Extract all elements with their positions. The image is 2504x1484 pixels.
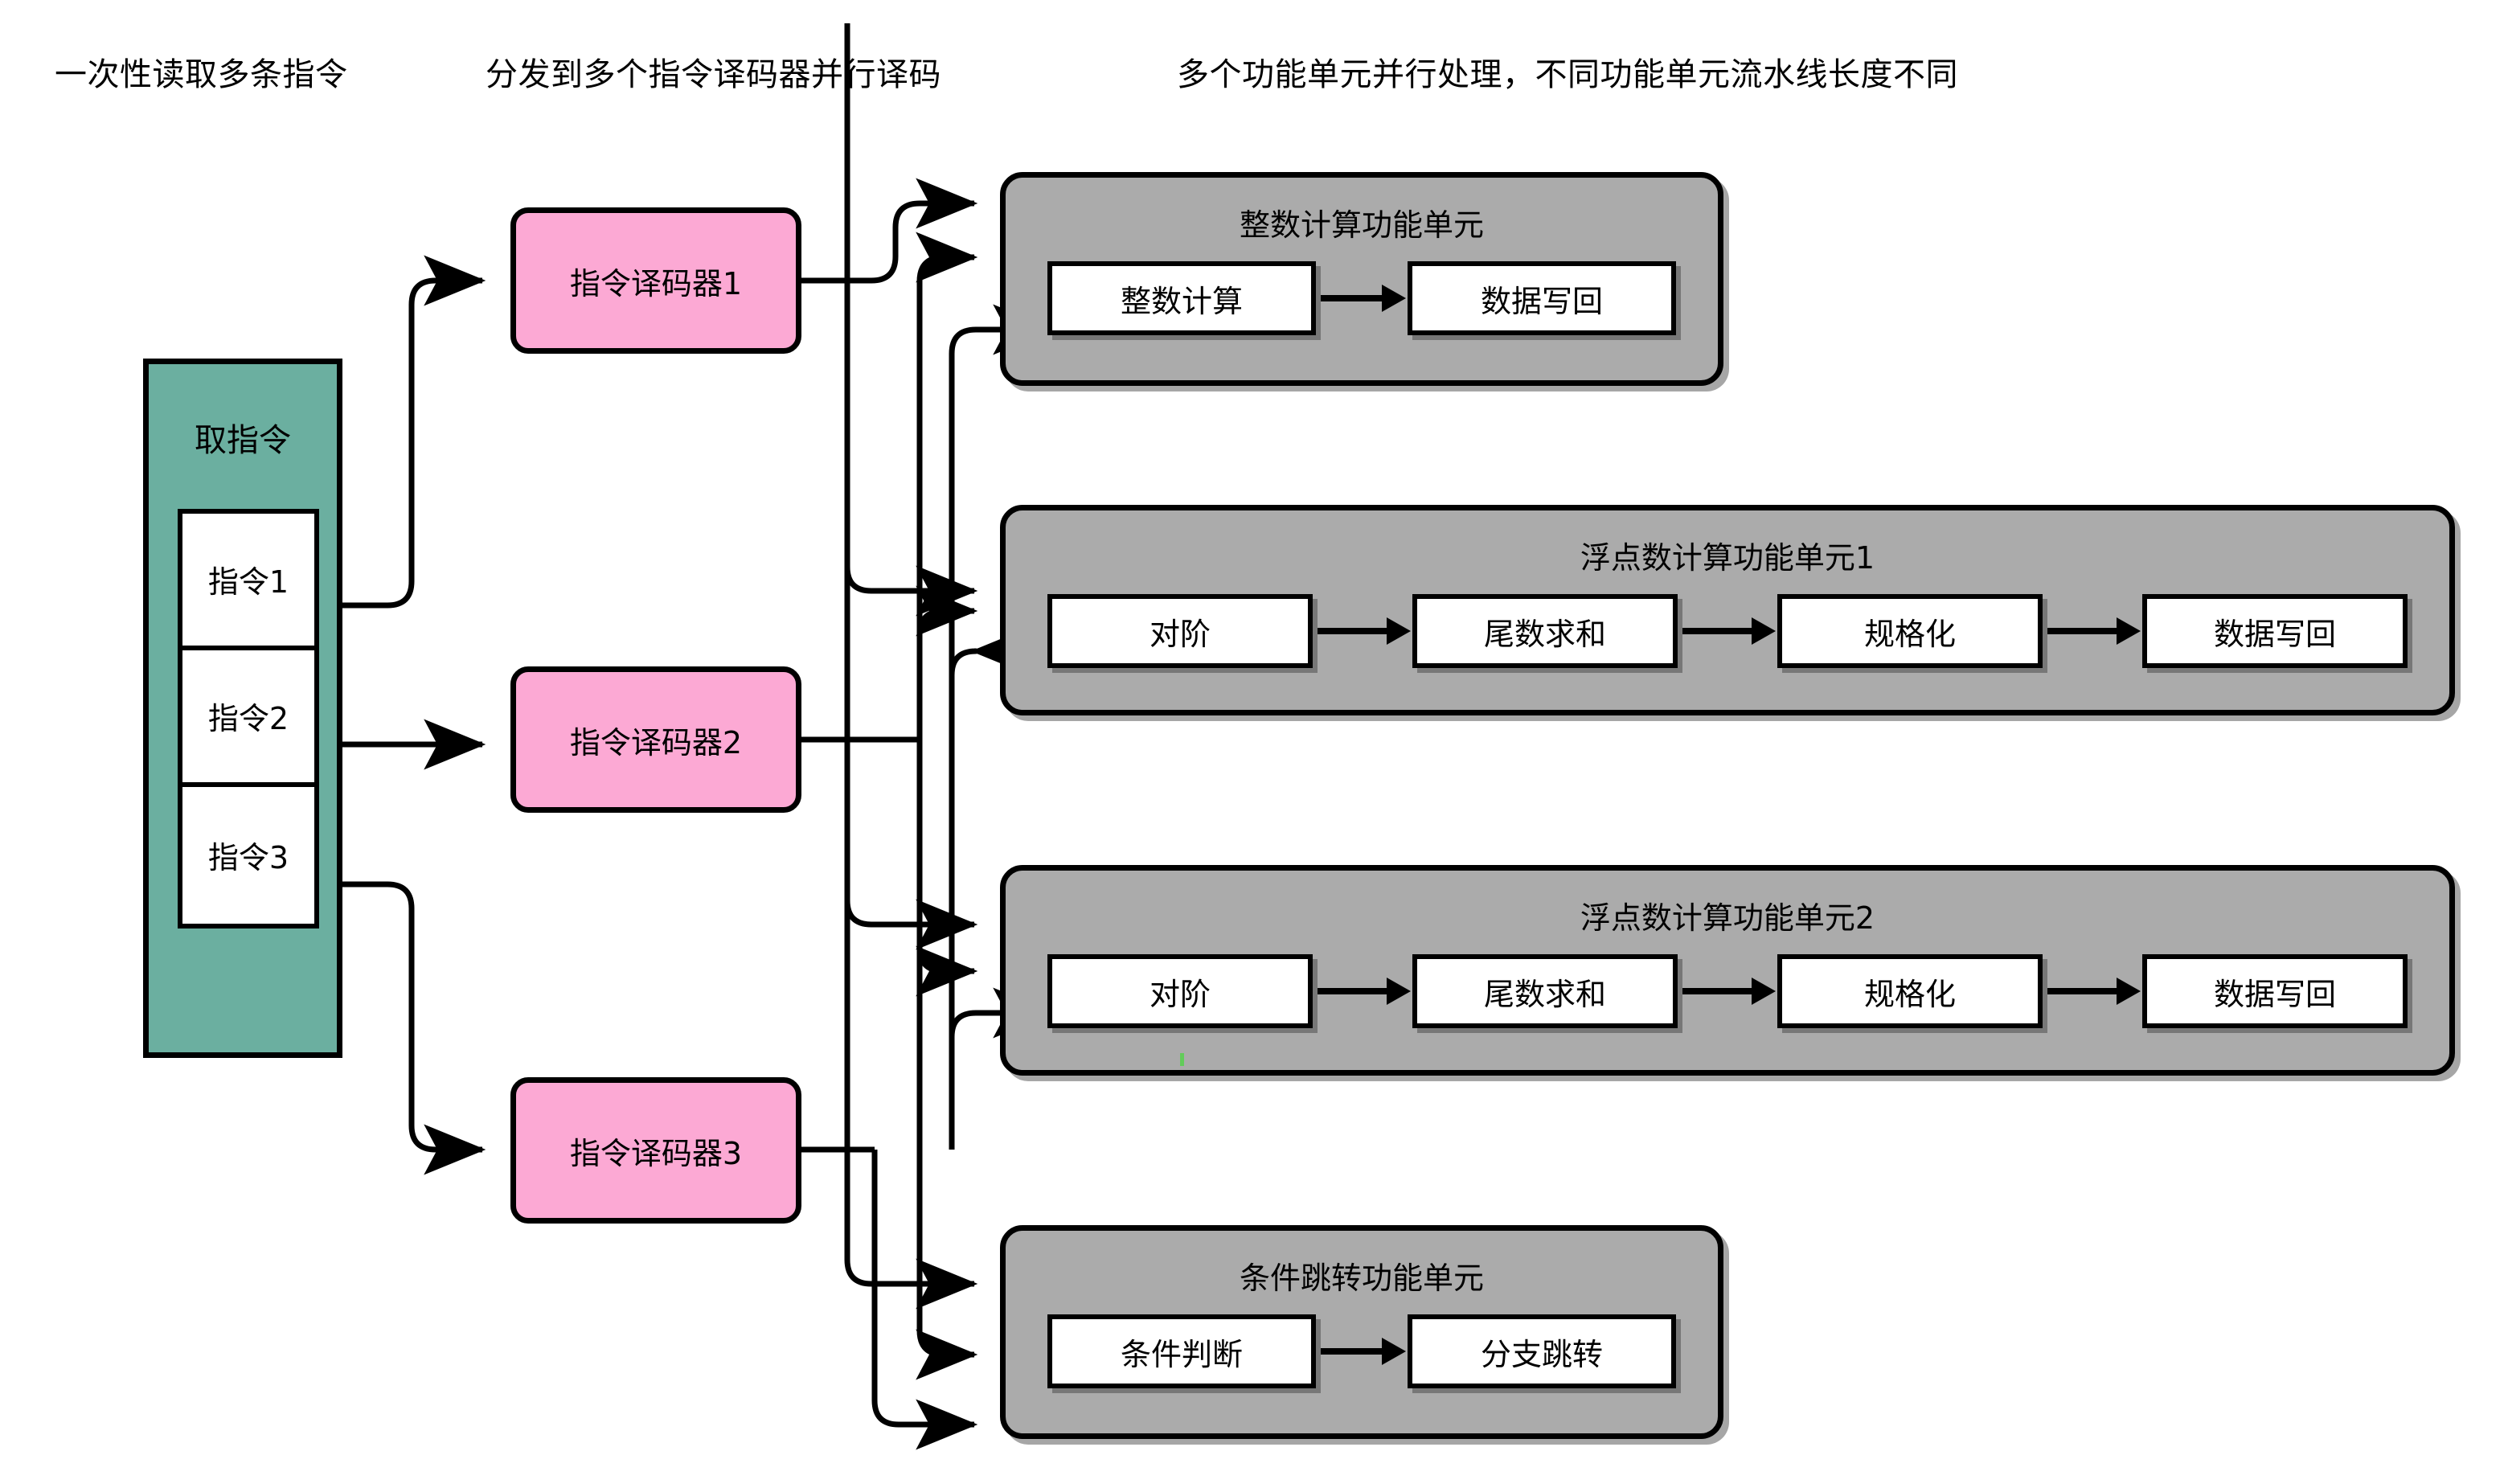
pipeline-stage: 条件判断	[1047, 1314, 1316, 1388]
wire-instr3-dec3	[342, 881, 486, 1175]
pipeline-stage: 数据写回	[2142, 954, 2408, 1028]
functional-unit-float-2: 浮点数计算功能单元2 对阶 尾数求和 规格化 数据写回	[1000, 865, 2455, 1076]
wire-dec2-fp1	[916, 585, 978, 740]
wire-instr1-dec1	[342, 255, 486, 609]
pipeline-stages: 整数计算 数据写回	[1047, 261, 1676, 335]
pipeline-stage: 数据写回	[1408, 261, 1676, 335]
wire-dec1-br	[844, 281, 978, 1310]
arrow-icon	[1313, 954, 1412, 1028]
unit-title: 整数计算功能单元	[1239, 207, 1484, 243]
wire-dec3-fp1	[949, 625, 1033, 1150]
wire-dec2-int	[916, 232, 978, 717]
unit-title: 条件跳转功能单元	[1239, 1261, 1484, 1296]
wire-dec1-fp1	[844, 23, 978, 617]
list-item: 指令1	[182, 514, 314, 650]
functional-unit-branch: 条件跳转功能单元 条件判断 分支跳转	[1000, 1225, 1723, 1439]
fetch-unit: 取指令 指令1 指令2 指令3	[143, 359, 342, 1058]
pipeline-stage: 对阶	[1047, 594, 1313, 668]
list-item: 指令3	[182, 786, 314, 924]
pipeline-stages: 对阶 尾数求和 规格化 数据写回	[1047, 594, 2408, 668]
list-item: 指令2	[182, 650, 314, 787]
caption-execute: 多个功能单元并行处理，不同功能单元流水线长度不同	[1177, 56, 1958, 93]
pipeline-stages: 条件判断 分支跳转	[1047, 1314, 1676, 1388]
pipeline-stage: 规格化	[1777, 954, 2043, 1028]
wire-dec2-br	[916, 740, 978, 1380]
arrow-icon	[2043, 954, 2142, 1028]
functional-unit-float-1: 浮点数计算功能单元1 对阶 尾数求和 规格化 数据写回	[1000, 505, 2455, 715]
pipeline-stage: 尾数求和	[1412, 594, 1678, 668]
instruction-decoder-3: 指令译码器3	[510, 1077, 801, 1224]
wire-dec2-fp2	[916, 740, 978, 997]
wire-dec1-fp2	[844, 281, 978, 950]
instruction-decoder-1: 指令译码器1	[510, 207, 801, 354]
pipeline-stages: 对阶 尾数求和 规格化 数据写回	[1047, 954, 2408, 1028]
arrow-icon	[1678, 594, 1777, 668]
pipeline-stage: 规格化	[1777, 594, 2043, 668]
pipeline-stage: 对阶	[1047, 954, 1313, 1028]
fetch-title: 取指令	[195, 422, 291, 459]
unit-title: 浮点数计算功能单元2	[1580, 900, 1875, 936]
caption-fetch: 一次性读取多条指令	[55, 56, 348, 93]
arrow-icon	[1316, 261, 1408, 335]
pipeline-stage: 整数计算	[1047, 261, 1316, 335]
instruction-decoder-2: 指令译码器2	[510, 666, 801, 813]
functional-unit-integer: 整数计算功能单元 整数计算 数据写回	[1000, 172, 1723, 386]
arrow-icon	[2043, 594, 2142, 668]
instruction-buffer: 指令1 指令2 指令3	[178, 509, 319, 929]
arrow-icon	[1678, 954, 1777, 1028]
caption-decode: 分发到多个指令译码器并行译码	[486, 56, 941, 93]
pipeline-stage: 尾数求和	[1412, 954, 1678, 1028]
arrow-icon	[1313, 594, 1412, 668]
wire-dec1-int	[847, 178, 978, 284]
artifact-speck	[1180, 1053, 1184, 1066]
pipeline-stage: 数据写回	[2142, 594, 2408, 668]
unit-title: 浮点数计算功能单元1	[1580, 540, 1875, 576]
wire-dec3-br	[871, 1150, 978, 1450]
pipeline-stage: 分支跳转	[1408, 1314, 1676, 1388]
arrow-icon	[1316, 1314, 1408, 1388]
